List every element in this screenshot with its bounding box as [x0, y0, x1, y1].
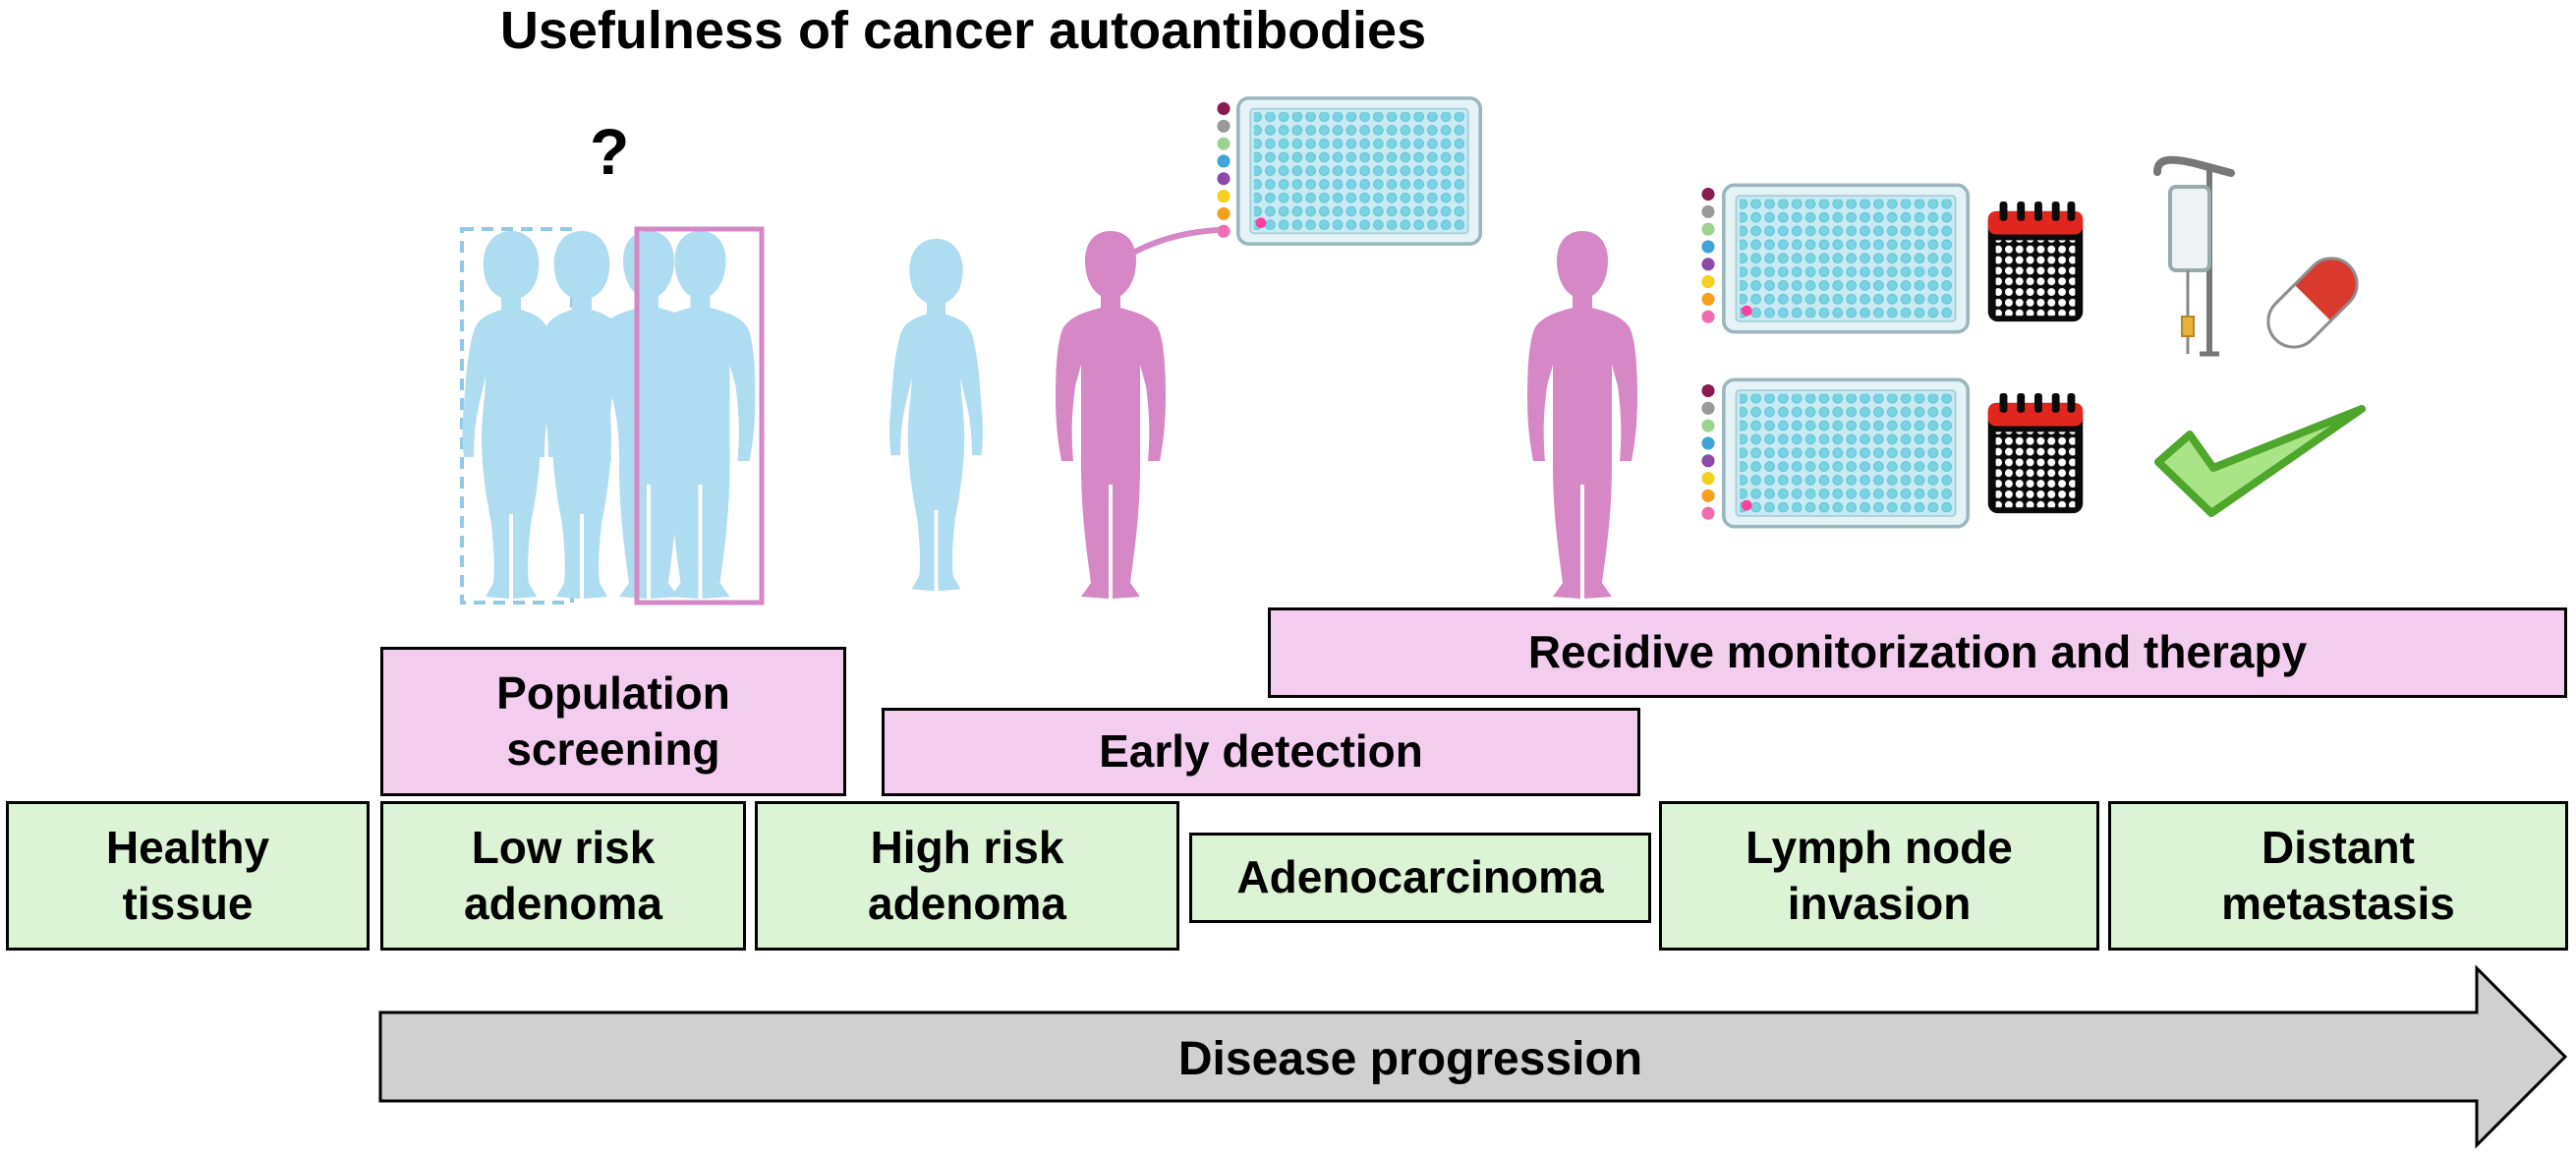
selected-individual-frame [634, 226, 765, 606]
disease-progression-arrow [378, 964, 2568, 1149]
microarray-plate-icon [1722, 377, 1970, 529]
stage-high-risk-adenoma: High risk adenoma [755, 801, 1179, 951]
serum-dots [1701, 383, 1715, 520]
person-icon [1527, 231, 1637, 599]
serum-dots [1701, 187, 1715, 323]
question-mark: ? [590, 115, 630, 188]
stage-low-risk-adenoma: Low risk adenoma [380, 801, 746, 951]
stage-label-line1: Lymph node [1746, 821, 2013, 873]
microarray-plate-icon [1722, 183, 1970, 334]
stage-label-line2: invasion [1787, 878, 1972, 929]
microarray-plate-icon [1236, 95, 1482, 247]
population-screening-box: Population screening [380, 647, 846, 796]
pill-capsule-icon [2266, 257, 2359, 349]
stage-label-line1: Adenocarcinoma [1236, 851, 1604, 903]
disease-progression-label: Disease progression [1177, 1032, 1643, 1085]
stage-distant-metastasis: Distant metastasis [2108, 801, 2568, 951]
calendar-icon [1987, 393, 2084, 514]
serum-dots [1217, 101, 1231, 238]
stage-label-line1: Healthy [105, 821, 270, 873]
stage-label-line2: metastasis [2221, 878, 2455, 929]
stage-label-line1: High risk [870, 821, 1064, 873]
population-screening-line1: Population [496, 666, 730, 719]
checkmark-icon [2154, 405, 2366, 517]
early-detection-box: Early detection [882, 708, 1640, 796]
person-icon [1056, 231, 1166, 599]
population-screening-people [460, 226, 765, 606]
recidive-label: Recidive monitorization and therapy [1527, 626, 2308, 678]
stage-label-line1: Low risk [471, 821, 656, 873]
iv-drip-icon [2153, 155, 2235, 357]
stage-label-line2: adenoma [464, 878, 662, 929]
early-detection-label: Early detection [1099, 725, 1423, 778]
calendar-icon [1987, 202, 2084, 322]
stage-label-line1: Distant [2261, 821, 2415, 873]
stage-label-line2: tissue [122, 878, 254, 929]
stage-label-line2: adenoma [868, 878, 1066, 929]
recidive-monitorization-box: Recidive monitorization and therapy [1268, 607, 2567, 698]
population-screening-line2: screening [506, 723, 720, 775]
person-icon [889, 238, 983, 592]
diagram-title: Usefulness of cancer autoantibodies [499, 1, 1427, 60]
stage-adenocarcinoma: Adenocarcinoma [1189, 833, 1651, 923]
stage-healthy-tissue: Healthy tissue [6, 801, 370, 951]
stage-lymph-node-invasion: Lymph node invasion [1659, 801, 2099, 951]
curved-arrow-head [1105, 248, 1134, 271]
